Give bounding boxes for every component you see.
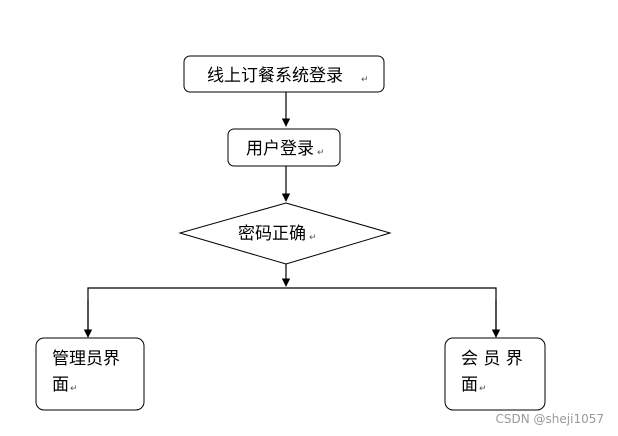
return-mark: ↵ <box>479 384 487 394</box>
node-admin-page: 管理员界 面 ↵ <box>35 337 145 411</box>
node-user-login-label: 用户登录 <box>246 139 314 159</box>
return-mark: ↵ <box>309 233 317 243</box>
node-member-page-label-line2: 面 <box>461 375 478 395</box>
watermark-text: CSDN @sheji1057 <box>495 412 604 426</box>
node-login-system-label: 线上订餐系统登录 <box>207 66 343 86</box>
node-password-check: 密码正确 ↵ <box>178 202 392 265</box>
edges <box>83 92 501 338</box>
node-user-login: 用户登录 ↵ <box>227 128 341 167</box>
node-login-system: 线上订餐系统登录 ↵ <box>183 55 385 93</box>
return-mark: ↵ <box>361 75 369 85</box>
node-admin-page-label-line1: 管理员界 <box>52 349 120 369</box>
node-admin-page-label-line2: 面 <box>52 375 69 395</box>
node-member-page: 会 员 界 面 ↵ <box>444 337 546 411</box>
return-mark: ↵ <box>317 148 325 158</box>
return-mark: ↵ <box>70 384 78 394</box>
node-member-page-label-line1: 会 员 界 <box>461 349 523 369</box>
node-password-check-label: 密码正确 <box>238 224 306 244</box>
branch-line <box>87 287 497 336</box>
